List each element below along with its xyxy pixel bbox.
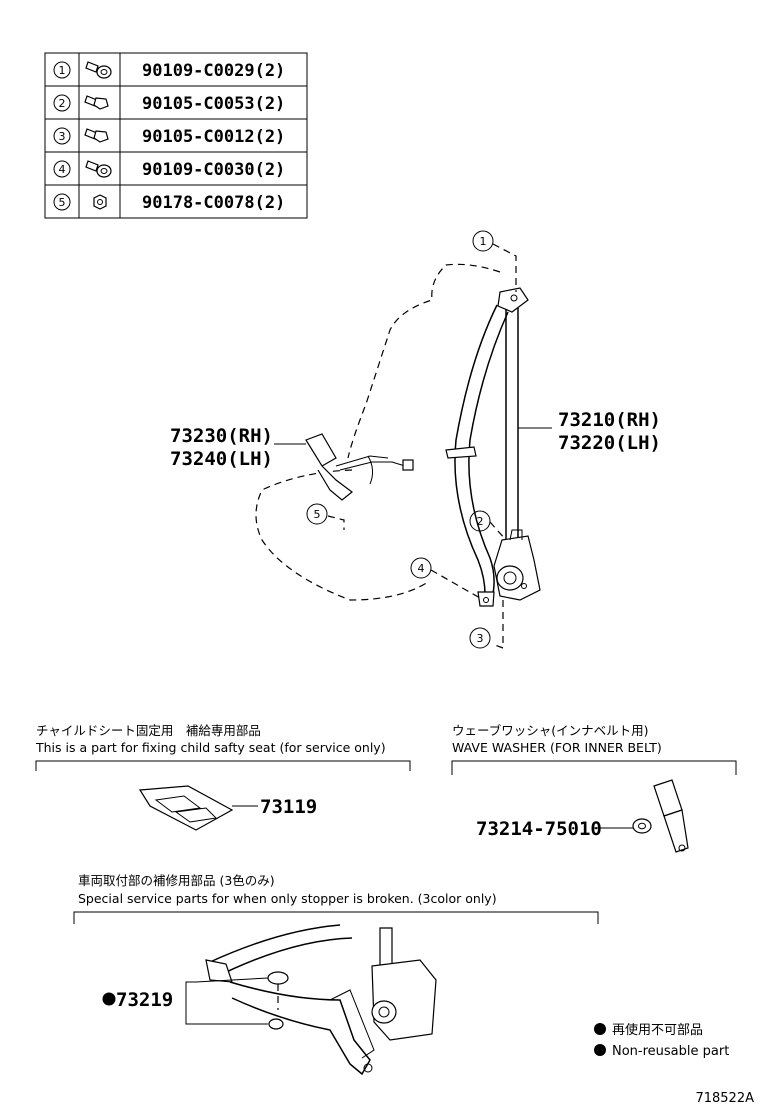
buckle-part-rh: 73230(RH) [170, 425, 273, 447]
callout-1: 1 [472, 230, 494, 252]
belt-part-lh: 73220(LH) [558, 432, 661, 454]
table-row: 5 90178-C0078(2) [53, 193, 285, 213]
bolt-with-washer-icon [85, 160, 112, 178]
callout-5: 5 [306, 503, 328, 525]
callout-number: 3 [477, 632, 484, 645]
child-seat-section: チャイルドシート固定用 補給専用部品 This is a part for fi… [35, 723, 411, 831]
row-part-number: 90109-C0029(2) [142, 61, 285, 81]
row-part-number: 90105-C0053(2) [142, 94, 285, 114]
callout-number: 5 [314, 508, 321, 521]
fastener-lead-lines [327, 243, 517, 649]
wave-washer-part-number: 73214-75010 [476, 818, 602, 840]
buckle-part-lh: 73240(LH) [170, 448, 273, 470]
legend-en: Non-reusable part [612, 1044, 729, 1059]
child-seat-anchor-plate [138, 785, 234, 831]
bolt-icon [84, 128, 109, 143]
stopper-part-number: 73219 [116, 989, 173, 1011]
stopper-title-en: Special service parts for when only stop… [78, 891, 497, 906]
child-seat-bracket [35, 760, 411, 771]
row-ref: 5 [59, 196, 66, 209]
table-border [44, 52, 308, 219]
callout-2: 2 [469, 510, 491, 532]
seat-belt-retractor [493, 529, 541, 601]
table-row: 2 90105-C0053(2) [53, 94, 285, 114]
row-ref: 1 [59, 64, 66, 77]
legend: 再使用不可部品 Non-reusable part [594, 1022, 729, 1059]
illustration-id: 718522A [695, 1091, 754, 1106]
nut-icon [93, 194, 107, 210]
bolt-icon [84, 95, 109, 110]
stopper-button-icon [267, 971, 289, 1010]
child-seat-part-number: 73119 [260, 796, 317, 818]
row-ref: 2 [59, 97, 66, 110]
row-ref: 4 [59, 163, 66, 176]
callout-4: 4 [410, 557, 432, 579]
row-part-number: 90105-C0012(2) [142, 127, 285, 147]
bolt-with-washer-icon [85, 61, 112, 79]
stopper-section: 車両取付部の補修用部品 (3色のみ) Special service parts… [73, 873, 599, 1076]
table-row: 1 90109-C0029(2) [53, 61, 285, 81]
seat-belt-shoulder-strap [497, 287, 529, 542]
row-part-number: 90178-C0078(2) [142, 193, 285, 213]
wave-washer-section: ウェーブワッシャ(インナベルト用) WAVE WASHER (FOR INNER… [451, 723, 737, 853]
non-reusable-mark-icon [102, 992, 116, 1006]
callout-number: 1 [480, 235, 487, 248]
child-seat-title-en: This is a part for fixing child safty se… [35, 740, 386, 755]
callout-number: 2 [477, 515, 484, 528]
callout-number: 4 [418, 562, 425, 575]
wave-washer-title-en: WAVE WASHER (FOR INNER BELT) [452, 740, 662, 755]
stopper-belt-assembly [205, 924, 437, 1076]
wave-washer-icon [632, 818, 652, 834]
belt-part-rh: 73210(RH) [558, 409, 661, 431]
inner-belt-buckle [653, 779, 689, 853]
seat-belt-webbing [445, 304, 509, 607]
wave-washer-title-jp: ウェーブワッシャ(インナベルト用) [452, 723, 649, 738]
stopper-title-jp: 車両取付部の補修用部品 (3色のみ) [78, 873, 275, 888]
row-part-number: 90109-C0030(2) [142, 160, 285, 180]
table-row: 4 90109-C0030(2) [53, 160, 285, 180]
seat-belt-buckle [305, 433, 414, 501]
child-seat-title-jp: チャイルドシート固定用 補給専用部品 [36, 723, 261, 738]
non-reusable-legend-icon [594, 1023, 606, 1035]
fastener-table: 1 90109-C0029(2) 2 90105-C0053(2) 3 [44, 52, 308, 219]
row-ref: 3 [59, 130, 66, 143]
seat-outline [255, 263, 501, 601]
stopper-bracket [73, 911, 599, 924]
legend-jp: 再使用不可部品 [612, 1022, 703, 1038]
non-reusable-legend-icon [594, 1044, 606, 1056]
table-row: 3 90105-C0012(2) [53, 127, 285, 147]
callout-3: 3 [469, 627, 491, 649]
wave-washer-bracket [451, 760, 737, 775]
stopper-washer-icon [268, 1018, 284, 1030]
